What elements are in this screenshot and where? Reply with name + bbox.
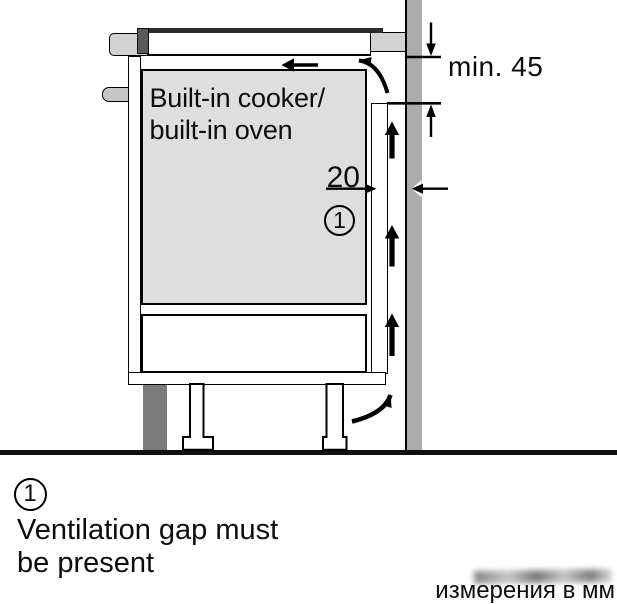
callout-number: 1 [333,207,346,233]
cooker-label-line1: Built-in cooker/ [149,83,326,113]
legend-text: Ventilation gap must be present [17,514,278,579]
cabinet-handle [101,87,131,102]
floor-line [0,449,617,455]
legend-number: 1 [23,480,37,507]
cooker-label: Built-in cooker/ built-in oven [149,83,326,147]
cabinet-plinth [142,384,167,450]
legend-text-line1: Ventilation gap must [17,514,279,546]
callout-circled-one-icon: 1 [324,205,355,236]
oven-foot-right [322,383,348,451]
worktop-right-section [369,32,406,52]
built-in-cooker-box [141,68,367,305]
dim-label-min-45: min. 45 [448,51,544,82]
oven-foot-left [182,383,214,451]
hob-top-plate [137,28,383,33]
cabinet-bottom-rail [127,372,386,385]
airflow-curved-arrow-bottom-icon [351,394,393,424]
units-note: измерения в мм [435,577,615,604]
cabinet-side-panel [127,56,141,385]
hob-left-edge [136,28,149,54]
legend-text-line2: be present [17,546,155,579]
dim-label-20: 20 [326,161,360,194]
legend-circled-one-icon: 1 [13,477,47,511]
wall [405,0,422,450]
hob-body [147,29,371,56]
dim-up-arrow-icon [426,104,436,117]
drawer-front [141,313,367,373]
rear-vent-panel [371,102,388,374]
cooker-label-line2: built-in oven [149,114,293,145]
dim-down-arrow-icon [426,43,436,56]
